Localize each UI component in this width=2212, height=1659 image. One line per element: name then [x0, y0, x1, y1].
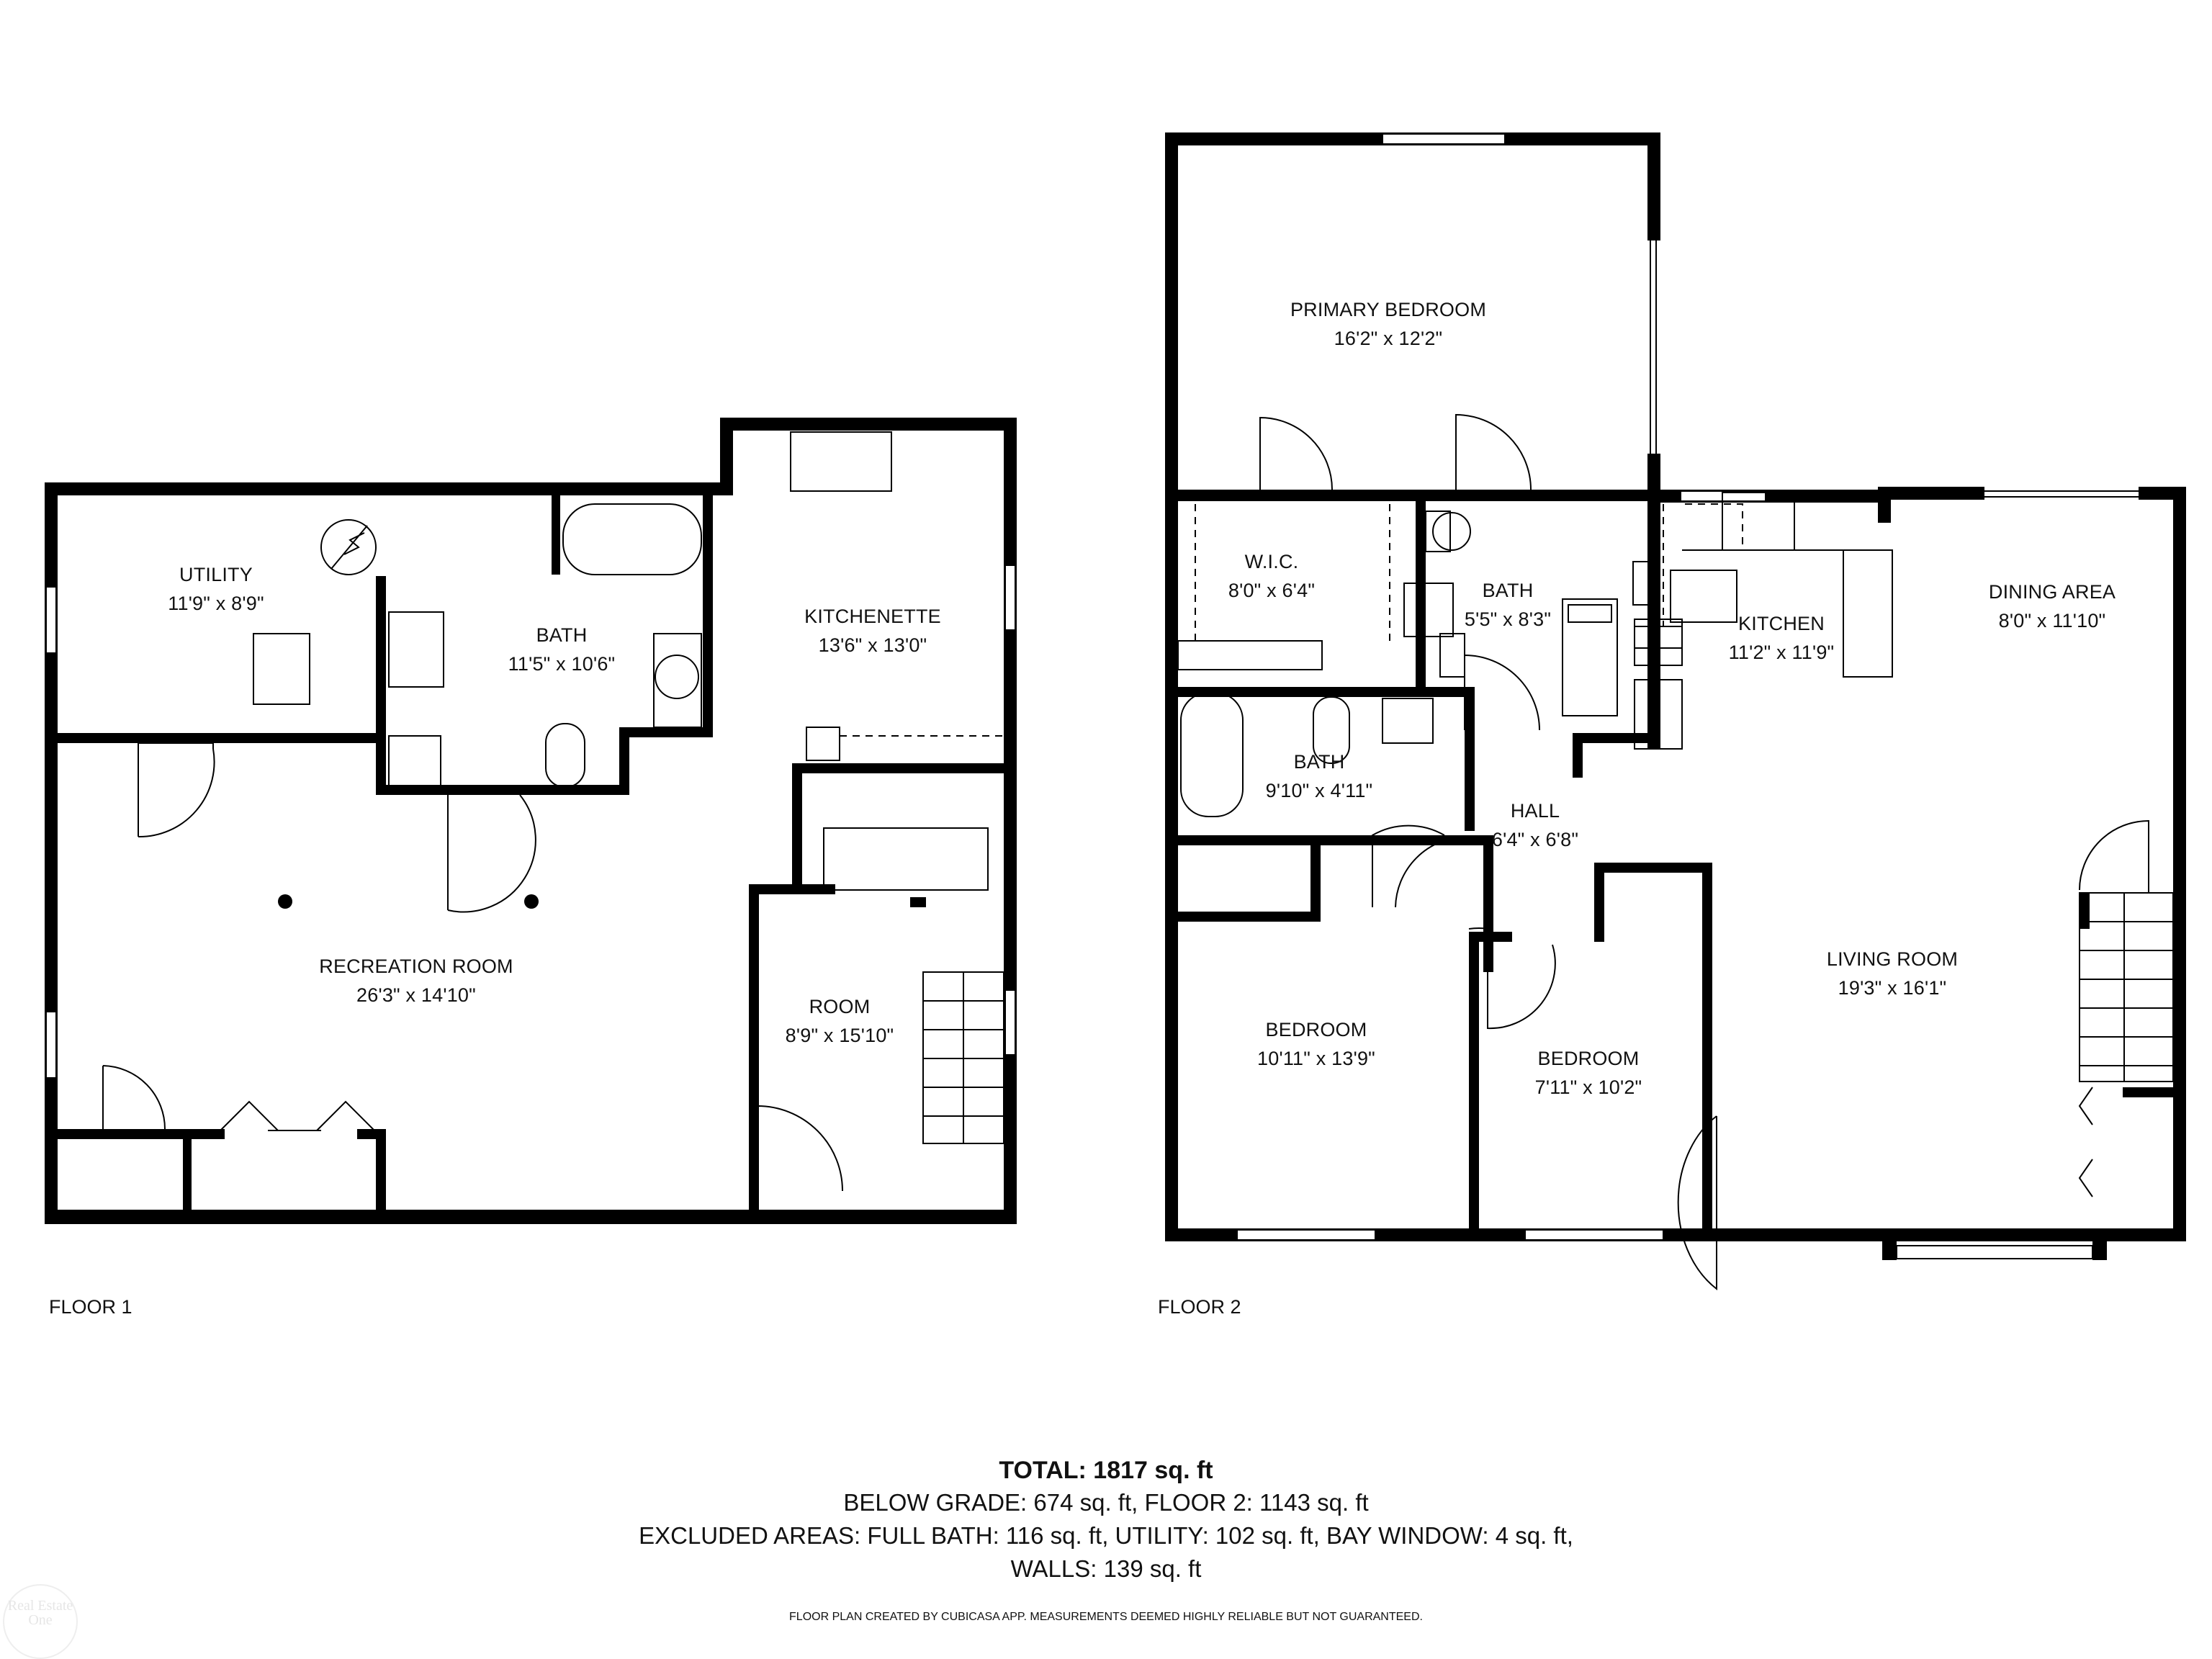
room-dims: 11'2" x 11'9": [1728, 642, 1835, 663]
room-name: ROOM: [809, 996, 871, 1017]
floor-1-plan: [45, 418, 1017, 1224]
room-label-kitchen: KITCHEN 11'2" x 11'9": [1729, 609, 1835, 667]
room-dims: 8'0" x 6'4": [1228, 580, 1316, 601]
room-dims: 11'5" x 10'6": [508, 653, 616, 675]
room-dims: 8'9" x 15'10": [785, 1025, 894, 1046]
room-name: RECREATION ROOM: [319, 956, 513, 977]
room-dims: 19'3" x 16'1": [1838, 977, 1947, 999]
room-dims: 11'9" x 8'9": [168, 593, 264, 614]
room-label-room: ROOM 8'9" x 15'10": [786, 992, 894, 1050]
room-dims: 7'11" x 10'2": [1534, 1076, 1642, 1098]
walls-area: WALLS: 139 sq. ft: [1010, 1555, 1202, 1582]
room-label-recreation-room: RECREATION ROOM 26'3" x 14'10": [319, 952, 513, 1010]
room-name: LIVING ROOM: [1826, 948, 1959, 970]
excluded-areas: EXCLUDED AREAS: FULL BATH: 116 sq. ft, U…: [639, 1522, 1573, 1549]
total-area: TOTAL: 1817 sq. ft: [999, 1457, 1213, 1484]
room-name: DINING AREA: [1988, 581, 2116, 603]
room-name: HALL: [1510, 800, 1560, 822]
room-label-bath-hall: BATH 9'10" x 4'11": [1266, 747, 1373, 805]
room-label-dining-area: DINING AREA 8'0" x 11'10": [1989, 577, 2116, 635]
room-name: BATH: [1482, 580, 1534, 601]
disclaimer: FLOOR PLAN CREATED BY CUBICASA APP. MEAS…: [789, 1611, 1423, 1623]
room-dims: 10'11" x 13'9": [1257, 1048, 1375, 1069]
room-label-wic: W.I.C. 8'0" x 6'4": [1228, 547, 1315, 605]
area-summary: TOTAL: 1817 sq. ft BELOW GRADE: 674 sq. …: [0, 1455, 2212, 1586]
room-label-bath-floor1: BATH 11'5" x 10'6": [508, 621, 616, 678]
room-label-bedroom-2: BEDROOM 7'11" x 10'2": [1535, 1044, 1642, 1102]
room-name: PRIMARY BEDROOM: [1290, 299, 1487, 320]
room-dims: 5'5" x 8'3": [1464, 608, 1552, 630]
room-name: BATH: [1293, 751, 1345, 773]
room-label-primary-bedroom: PRIMARY BEDROOM 16'2" x 12'2": [1290, 295, 1486, 353]
room-label-hall: HALL 6'4" x 6'8": [1492, 796, 1578, 854]
room-dims: 8'0" x 11'10": [1998, 610, 2106, 631]
room-dims: 9'10" x 4'11": [1265, 780, 1373, 801]
room-dims: 6'4" x 6'8": [1491, 829, 1579, 850]
floor-2-plan: [1165, 132, 2186, 1291]
room-dims: 16'2" x 12'2": [1334, 328, 1443, 349]
floor-1-label: FLOOR 1: [49, 1296, 132, 1318]
room-name: KITCHEN: [1738, 613, 1825, 634]
room-name: BATH: [536, 624, 588, 646]
room-dims: 26'3" x 14'10": [356, 984, 476, 1006]
room-dims: 13'6" x 13'0": [818, 634, 927, 656]
room-label-kitchenette: KITCHENETTE 13'6" x 13'0": [804, 602, 941, 660]
watermark-logo: Real Estate One: [3, 1584, 78, 1659]
room-name: BEDROOM: [1265, 1019, 1367, 1040]
room-name: BEDROOM: [1537, 1048, 1640, 1069]
floor-2-label: FLOOR 2: [1158, 1296, 1241, 1318]
room-name: KITCHENETTE: [804, 606, 941, 627]
room-label-bedroom-1: BEDROOM 10'11" x 13'9": [1257, 1015, 1375, 1073]
room-label-bath-ensuite: BATH 5'5" x 8'3": [1465, 576, 1551, 634]
room-name: W.I.C.: [1244, 551, 1299, 572]
room-label-utility: UTILITY 11'9" x 8'9": [168, 560, 264, 618]
below-grade-area: BELOW GRADE: 674 sq. ft, FLOOR 2: 1143 s…: [843, 1489, 1369, 1516]
room-label-living-room: LIVING ROOM 19'3" x 16'1": [1827, 945, 1958, 1002]
room-name: UTILITY: [179, 564, 253, 585]
